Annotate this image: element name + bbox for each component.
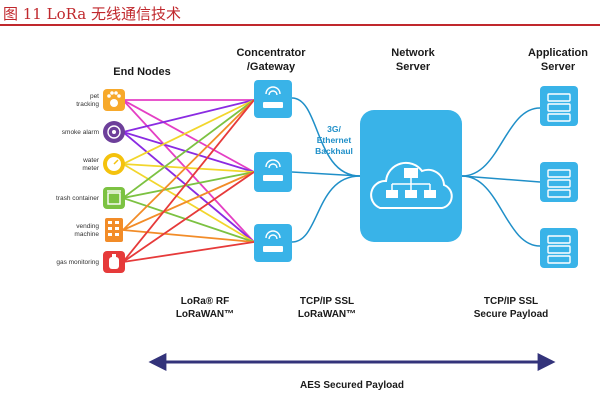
backhaul-label-line3: Backhaul: [315, 146, 353, 156]
gateway-3: [254, 224, 292, 262]
vending-machine-icon: [105, 218, 123, 242]
link-device-2-gateway-3: [122, 131, 255, 243]
rf-protocol-line2: LoRaWAN™: [176, 309, 234, 320]
link-device-5-gateway-2: [122, 171, 255, 231]
end-nodes-header: End Nodes: [113, 66, 170, 78]
server-rack-icon: [547, 93, 571, 122]
network-server-header-line1: Network: [391, 47, 435, 59]
link-device-5-gateway-1: [122, 99, 255, 231]
tcp-secure-line2: Secure Payload: [474, 309, 548, 320]
rf-protocol-line1: LoRa® RF: [181, 296, 229, 307]
gateway-2: [254, 152, 292, 192]
link-device-3-gateway-1: [122, 99, 255, 165]
backhaul-label-line2: Ethernet: [317, 135, 352, 145]
gateway-2-icon: [263, 159, 283, 181]
application-server-header-line2: Server: [541, 61, 576, 73]
link-device-3-gateway-2: [122, 163, 255, 173]
tcp-secure-line1: TCP/IP SSL: [484, 296, 538, 307]
device-label-1-line1: pet: [90, 93, 99, 100]
link-device-6-gateway-3: [122, 241, 255, 263]
tcp-lorawan-line1: TCP/IP SSL: [300, 296, 354, 307]
trash-can-icon: [103, 187, 125, 209]
server-rack-icon: [547, 169, 571, 198]
gas-tank-icon: [103, 251, 125, 273]
concentrator-header-line1: Concentrator: [236, 47, 306, 59]
paw-icon: [103, 89, 125, 111]
link-device-6-gateway-1: [122, 99, 255, 263]
application-server-header-line1: Application: [528, 47, 588, 59]
title-rule: [0, 24, 600, 26]
device-label-2-line1: smoke alarm: [62, 129, 99, 136]
network-server-header-line2: Server: [396, 61, 431, 73]
link-device-4-gateway-3: [122, 197, 255, 243]
device-label-1-line2: tracking: [76, 101, 99, 108]
water-meter-icon: [103, 153, 125, 175]
link-device-2-gateway-2: [122, 131, 255, 173]
cloud-network-icon: [370, 161, 453, 209]
link-device-1-gateway-2: [122, 99, 255, 173]
gateway-1: [254, 80, 292, 118]
network-server: [360, 110, 462, 242]
device-label-6-line1: gas monitoring: [56, 259, 99, 266]
device-label-4-line1: trash container: [56, 195, 100, 202]
app-server-1: [540, 86, 578, 126]
device-gateway-links: [122, 99, 255, 263]
figure-title: 图 11 LoRa 无线通信技术: [3, 5, 181, 23]
gateway-server-links: [291, 97, 361, 243]
smoke-alarm-icon: [103, 121, 125, 143]
gateway-1-icon: [263, 86, 283, 108]
link-device-4-gateway-1: [122, 99, 255, 199]
server-app-links: [461, 107, 541, 247]
device-label-3-line1: water: [82, 157, 100, 164]
link-device-5-gateway-3: [122, 229, 255, 243]
device-icons: [103, 89, 125, 273]
lora-architecture-diagram: End Nodes Concentrator /Gateway Network …: [56, 47, 588, 391]
app-server-2: [540, 162, 578, 202]
link-device-6-gateway-2: [122, 171, 255, 263]
link-device-1-gateway-3: [122, 99, 255, 243]
device-label-3-line2: meter: [82, 165, 99, 172]
device-label-5-line2: machine: [74, 231, 99, 238]
gateway-3-icon: [263, 230, 283, 252]
concentrator-header-line2: /Gateway: [247, 61, 296, 73]
link-device-2-gateway-1: [122, 99, 255, 133]
app-server-3: [540, 228, 578, 268]
tcp-lorawan-line2: LoRaWAN™: [298, 309, 356, 320]
backhaul-label-line1: 3G/: [327, 124, 341, 134]
server-rack-icon: [547, 235, 571, 264]
link-device-3-gateway-3: [122, 163, 255, 243]
device-label-5-line1: vending: [76, 223, 99, 230]
aes-payload-label: AES Secured Payload: [300, 380, 404, 391]
link-device-4-gateway-2: [122, 171, 255, 199]
